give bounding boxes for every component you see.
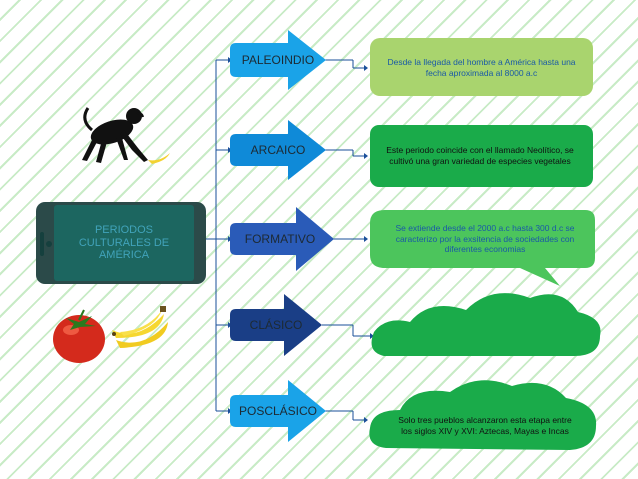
connector-tree	[205, 59, 370, 421]
arrow-clasico[interactable]	[230, 294, 322, 356]
arrow-formativo[interactable]	[230, 207, 334, 271]
banana-illustration	[148, 153, 170, 164]
tomato-illustration	[53, 309, 105, 363]
desc-clasico-shape	[371, 293, 601, 356]
arrow-posclasico[interactable]	[230, 380, 326, 442]
arrow-arcaico[interactable]	[230, 120, 326, 180]
arrow-paleoindio[interactable]	[230, 30, 326, 90]
main-topic-box	[36, 202, 206, 284]
desc-paleoindio-shape	[370, 38, 593, 96]
desc-arcaico-shape	[370, 125, 593, 187]
monkey-illustration	[82, 107, 148, 163]
desc-posclasico-shape	[369, 380, 597, 450]
bananas-illustration	[112, 306, 168, 348]
desc-formativo-shape	[370, 210, 595, 286]
